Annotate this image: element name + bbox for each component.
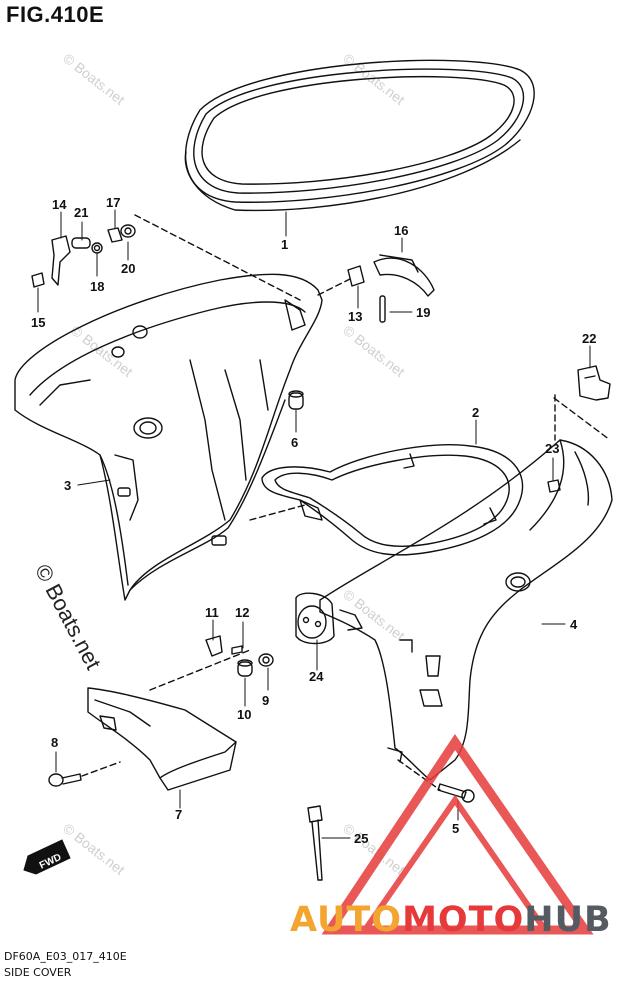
- callout-20: 20: [121, 261, 136, 276]
- small-parts-9-12: [205, 635, 274, 677]
- callout-19: 19: [416, 305, 431, 320]
- callout-1: 1: [281, 237, 289, 252]
- logo-part-auto: AUTO: [290, 900, 403, 940]
- side-cover-left: [14, 273, 323, 601]
- bracket-22: [547, 365, 611, 493]
- seal-ring: [184, 59, 535, 212]
- logo-part-hub: HUB: [524, 900, 612, 940]
- callout-7: 7: [175, 807, 183, 822]
- callout-10: 10: [237, 707, 252, 722]
- callout-13: 13: [348, 309, 363, 324]
- logo-text: AUTOMOTOHUB: [290, 900, 612, 940]
- fwd-arrow: FWD: [23, 839, 71, 875]
- callout-14: 14: [52, 197, 67, 212]
- cable-tie: [307, 805, 323, 881]
- latch-parts: [317, 254, 435, 323]
- grommet-24: [295, 592, 335, 645]
- callout-12: 12: [235, 605, 250, 620]
- callout-16: 16: [394, 223, 409, 238]
- callout-3: 3: [64, 478, 72, 493]
- screw-8: [48, 761, 121, 787]
- bracket-cluster: [31, 214, 301, 301]
- lower-cover: [87, 649, 251, 791]
- callout-4: 4: [570, 617, 578, 632]
- figure-name: SIDE COVER: [4, 966, 72, 979]
- inner-frame: [249, 443, 524, 556]
- callout-23: 23: [545, 441, 560, 456]
- callout-24: 24: [309, 669, 324, 684]
- side-cover-right: [319, 394, 613, 791]
- figure-title: FIG.410E: [6, 2, 105, 27]
- callout-18: 18: [90, 279, 105, 294]
- screw-5: [437, 783, 475, 803]
- callout-21: 21: [74, 205, 89, 220]
- callout-8: 8: [51, 735, 59, 750]
- callout-15: 15: [31, 315, 46, 330]
- callout-5: 5: [452, 821, 460, 836]
- callout-17: 17: [106, 195, 121, 210]
- leader-lines: [37, 209, 591, 839]
- callout-2: 2: [472, 405, 480, 420]
- callout-9: 9: [262, 693, 270, 708]
- logo-part-moto: MOTO: [402, 900, 525, 940]
- figure-code: DF60A_E03_017_410E: [4, 950, 127, 963]
- callout-11: 11: [205, 605, 219, 620]
- grommet-6: [288, 390, 304, 410]
- callout-6: 6: [291, 435, 299, 450]
- callout-25: 25: [354, 831, 369, 846]
- logo-triangle: [321, 733, 594, 935]
- callout-22: 22: [582, 331, 597, 346]
